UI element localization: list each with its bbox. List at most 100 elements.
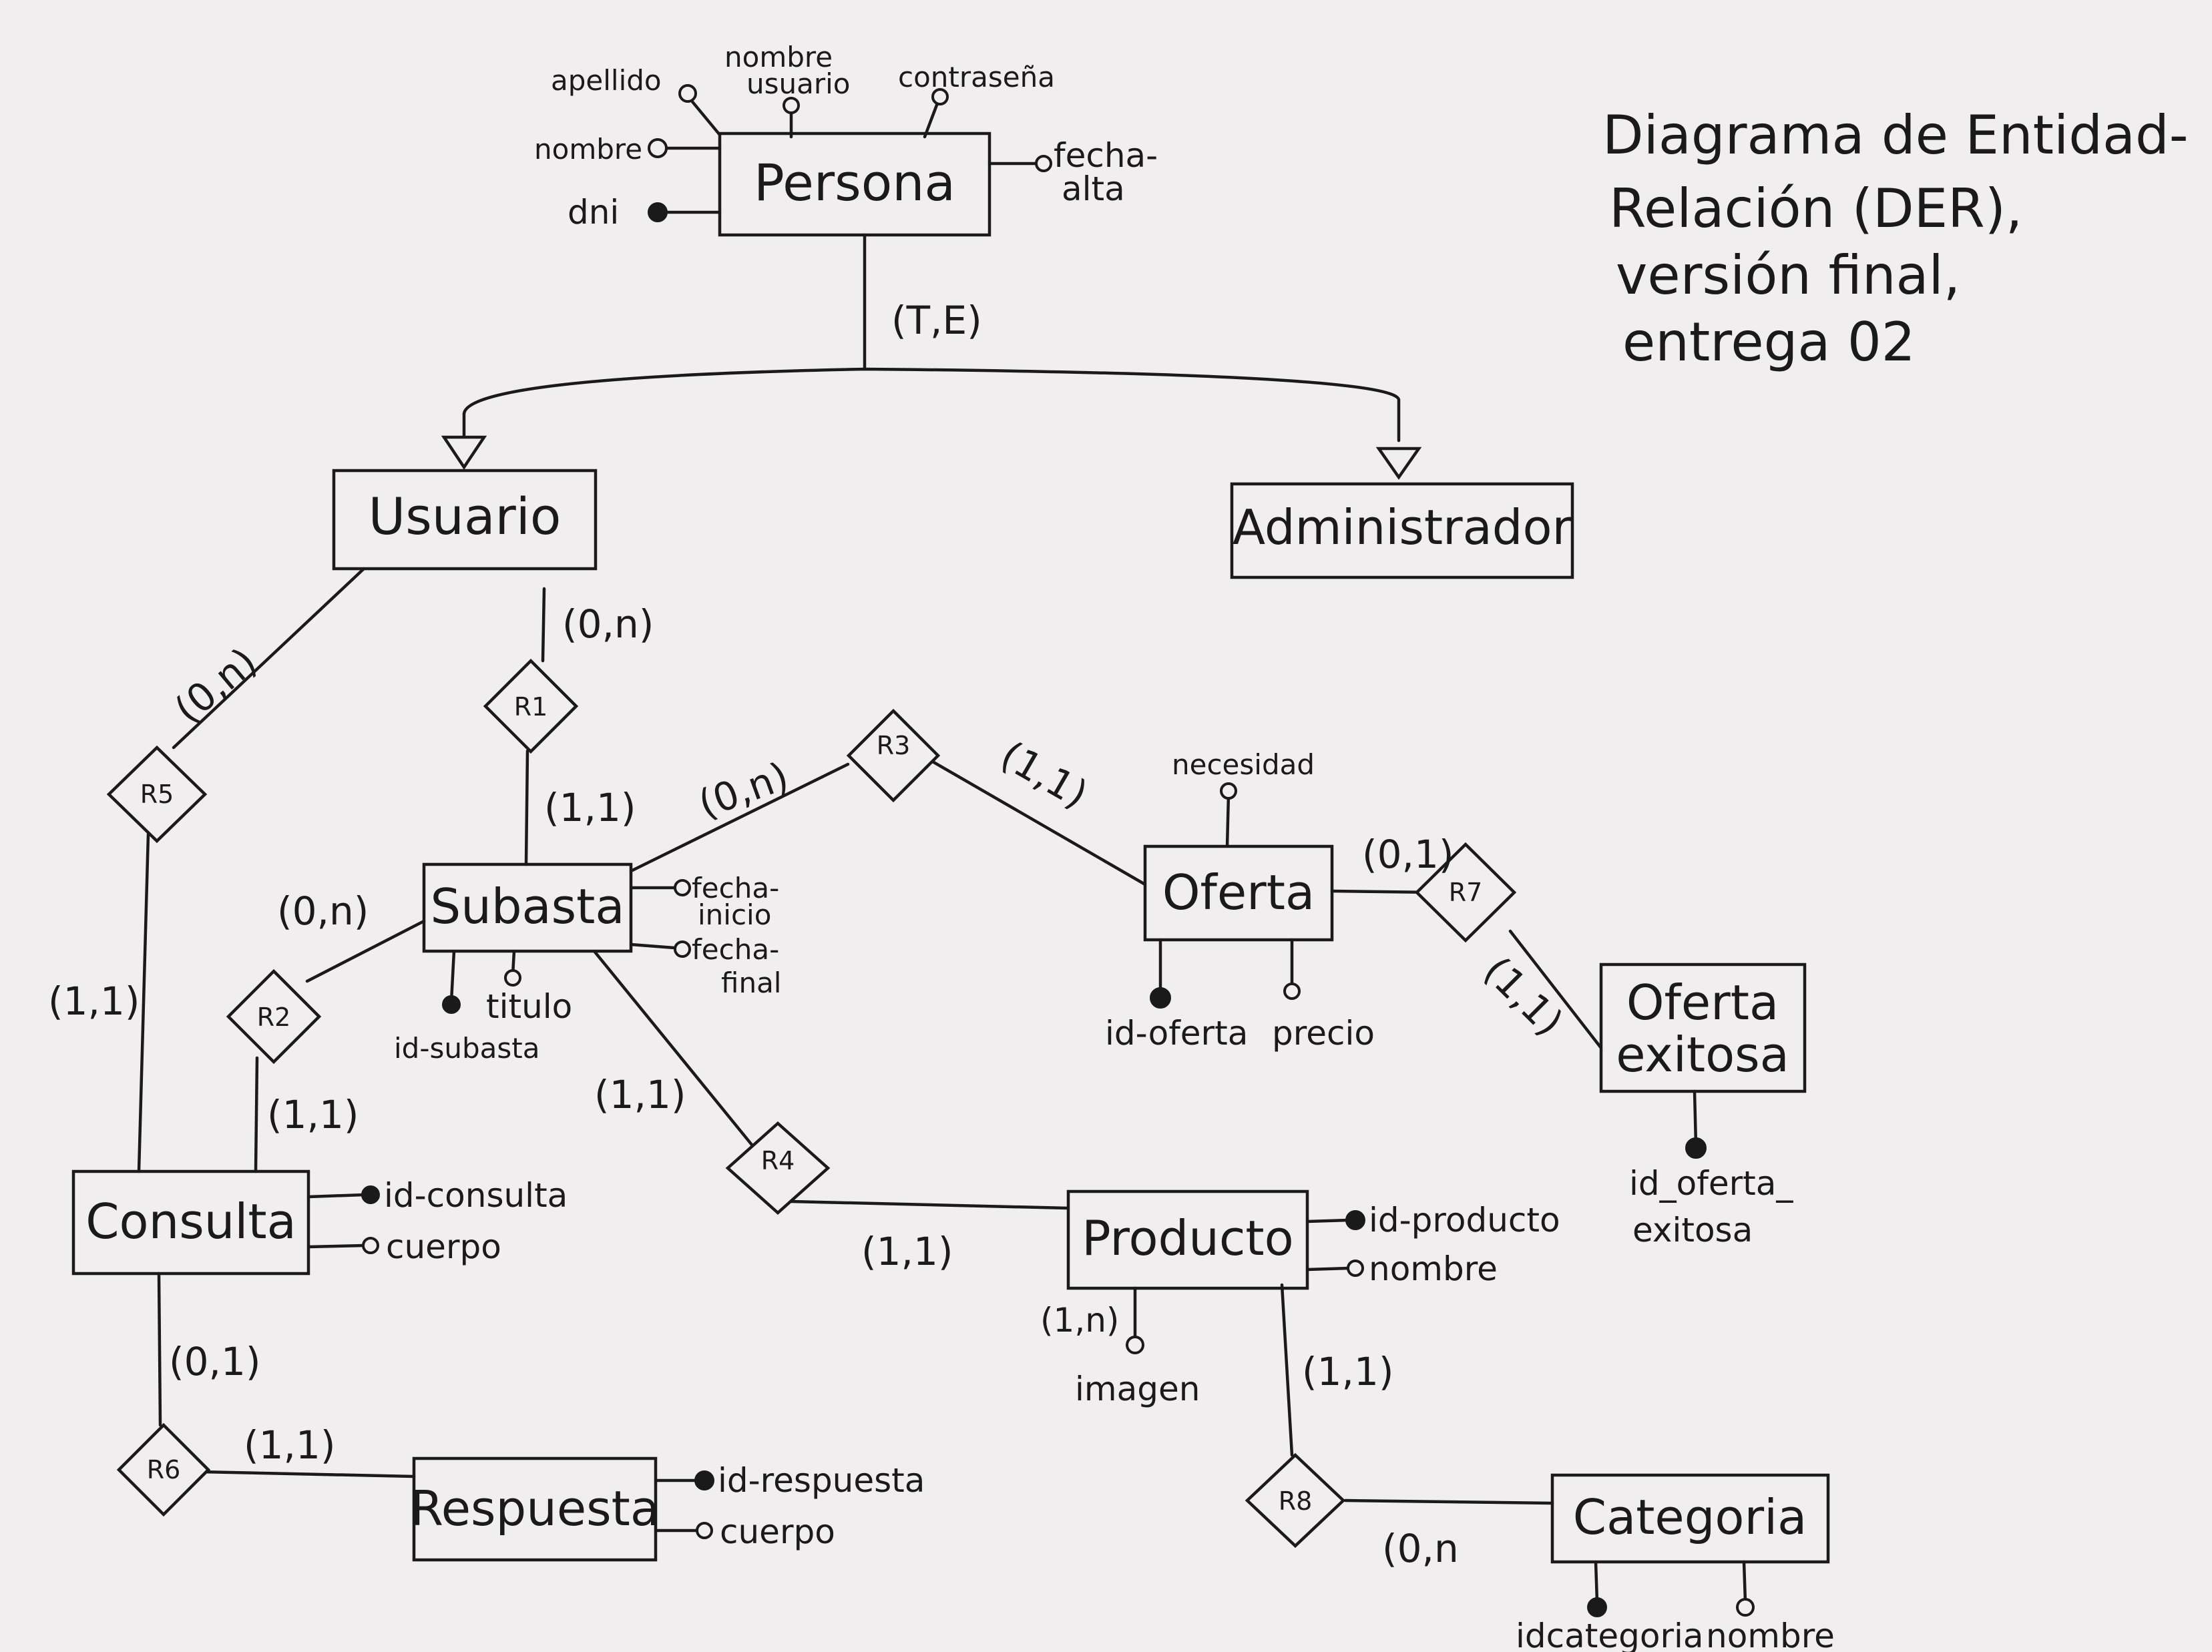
rel-r5-label: R5: [140, 780, 174, 809]
rel-r6: [116, 1422, 211, 1517]
attr-id-oferta: id-oferta: [1105, 1014, 1248, 1053]
dot-imagen: [1126, 1336, 1144, 1354]
dot-contrasena: [931, 88, 949, 105]
dot-nombre: [648, 138, 668, 158]
rel-r4-label: R4: [761, 1146, 795, 1175]
dot-fecha-final: [674, 940, 691, 958]
hierarchy-bar: [462, 367, 1401, 443]
r6-respuesta-line: [198, 1470, 416, 1478]
r3-oferta-line: [929, 759, 1147, 886]
entity-categoria: [1550, 1473, 1830, 1564]
attr-contrasena: contraseña: [898, 61, 1055, 93]
entity-subasta-label: Subasta: [430, 878, 624, 934]
stem-id-producto: [1305, 1218, 1351, 1223]
entities: Persona Usuario Administrador Subasta Of…: [71, 131, 1830, 1564]
usuario-r5-line: [172, 567, 366, 750]
attr-id-categoria: idcategoria: [1516, 1617, 1704, 1652]
dot-dni: [648, 202, 668, 222]
stem-id-subasta: [449, 949, 456, 1003]
rel-r2: [226, 969, 322, 1065]
entity-administrador: [1230, 482, 1574, 579]
entity-persona: [718, 131, 991, 237]
rel-r1: [483, 658, 579, 754]
rel-r4: [725, 1121, 831, 1215]
r1-subasta-line: [524, 749, 529, 866]
attr-id-respuesta: id-respuesta: [718, 1461, 925, 1500]
attr-fecha-alta-2: alta: [1062, 170, 1125, 208]
attr-necesidad: necesidad: [1172, 748, 1315, 781]
title-line-1: Diagrama de Entidad-: [1602, 104, 2189, 166]
attr-id-producto: id-producto: [1369, 1201, 1560, 1240]
dot-titulo: [504, 969, 521, 987]
attr-nombre: nombre: [534, 133, 642, 166]
attr-apellido: apellido: [551, 64, 662, 97]
card-r6-respuesta: (1,1): [244, 1422, 336, 1468]
entity-producto: [1066, 1189, 1309, 1290]
attr-id-oferta-exitosa-1: id_oferta_: [1629, 1164, 1793, 1203]
stem-contrasena: [923, 99, 940, 139]
dot-id-subasta: [442, 995, 461, 1014]
card-r2-consulta: (1,1): [267, 1092, 359, 1137]
entity-oferta-exitosa-label-1: Oferta: [1626, 975, 1779, 1031]
attribute-stems: [306, 98, 1747, 1604]
usuario-r1-line: [541, 587, 546, 663]
relationships: R1 R2 R3 R4 R5 R6 R7 R8: [106, 658, 1517, 1549]
attr-nombre-usuario-2: usuario: [746, 67, 851, 100]
entity-oferta: [1143, 844, 1334, 942]
attr-nombre-producto: nombre: [1369, 1250, 1498, 1288]
rel-r3: [846, 708, 941, 803]
attribute-labels: apellido nombre usuario contraseña nombr…: [384, 41, 1835, 1652]
dot-nombre-producto: [1347, 1260, 1364, 1277]
entity-categoria-label: Categoria: [1573, 1489, 1807, 1545]
entity-administrador-label: Administrador: [1233, 499, 1572, 555]
rel-r7: [1414, 842, 1517, 943]
attr-nombre-usuario-1: nombre: [724, 41, 833, 73]
stem-id-categoria: [1594, 1560, 1599, 1604]
card-consulta-r6: (0,1): [169, 1339, 261, 1384]
entity-respuesta-label: Respuesta: [410, 1480, 660, 1537]
dot-id-producto: [1345, 1210, 1365, 1230]
dot-nombre-usuario: [783, 97, 800, 114]
entity-persona-label: Persona: [754, 153, 955, 212]
dot-nombre-categoria: [1736, 1598, 1755, 1617]
producto-r8-line: [1280, 1283, 1294, 1457]
attr-fecha-inicio-1: fecha-: [692, 872, 779, 904]
entity-usuario-label: Usuario: [369, 487, 562, 546]
rel-r8-label: R8: [1279, 1486, 1313, 1516]
rel-r5: [106, 745, 208, 844]
attr-fecha-final-1: fecha-: [692, 933, 779, 966]
card-subasta-r4: (1,1): [594, 1072, 686, 1117]
entity-oferta-exitosa: [1599, 962, 1807, 1093]
connectors: [137, 233, 1603, 1505]
stem-id-consulta: [306, 1193, 366, 1199]
r2-consulta-line: [254, 1056, 259, 1173]
stem-apellido: [689, 98, 722, 137]
entity-consulta-label: Consulta: [85, 1193, 296, 1250]
entity-producto-label: Producto: [1082, 1210, 1293, 1266]
dot-precio: [1283, 983, 1301, 1000]
subasta-r3-line: [629, 762, 850, 873]
r8-categoria-line: [1343, 1498, 1554, 1505]
attr-cuerpo-respuesta: cuerpo: [720, 1512, 835, 1551]
card-r5-consulta: (1,1): [48, 979, 140, 1024]
rel-r3-label: R3: [877, 731, 911, 760]
entity-consulta: [71, 1169, 310, 1276]
entity-usuario: [332, 469, 598, 571]
stem-necesidad: [1225, 792, 1231, 848]
attr-id-oferta-exitosa-2: exitosa: [1632, 1211, 1753, 1250]
card-r7-oferta-exitosa: (1,1): [1475, 948, 1572, 1045]
attr-imagen: imagen: [1075, 1370, 1200, 1408]
hierarchy-arrow-usuario: [441, 435, 487, 471]
dot-id-respuesta: [694, 1470, 714, 1490]
r4-producto-line: [789, 1199, 1070, 1210]
card-usuario-r1: (0,n): [562, 601, 654, 647]
diagram-title: Diagrama de Entidad- Relación (DER), ver…: [1602, 104, 2189, 373]
dot-id-oferta-exitosa: [1685, 1137, 1707, 1159]
dot-id-consulta: [361, 1185, 380, 1204]
card-usuario-r5: (0,n): [166, 639, 266, 732]
rel-r6-label: R6: [147, 1455, 181, 1484]
attribute-dots: [361, 84, 1755, 1617]
subasta-r4-line: [592, 949, 756, 1150]
card-oferta-r7: (0,1): [1362, 832, 1454, 877]
